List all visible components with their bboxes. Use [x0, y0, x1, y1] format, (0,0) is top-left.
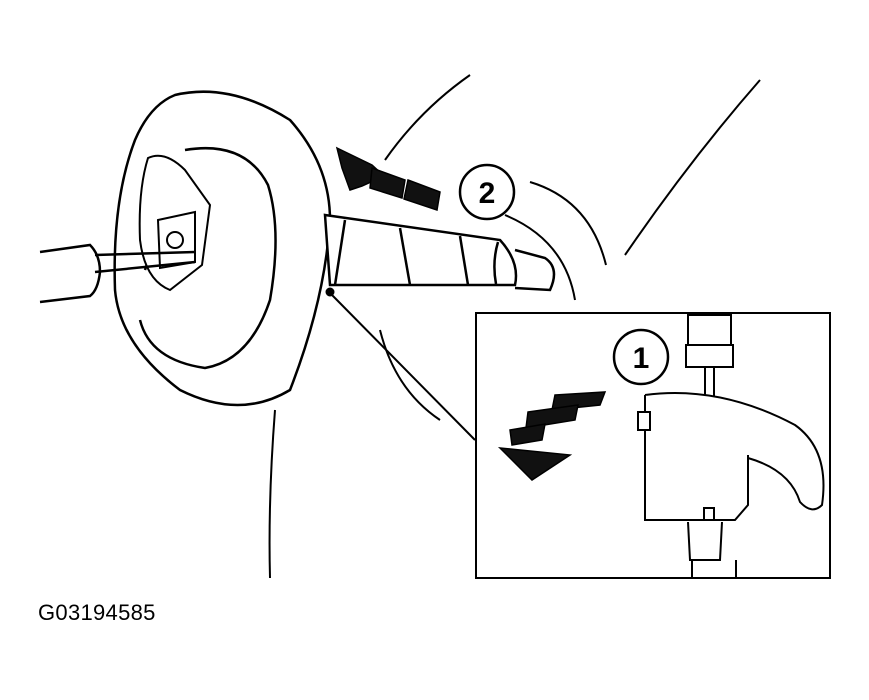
callout-1-label: 1	[633, 342, 650, 375]
inset-screwdriver-tip	[685, 314, 734, 398]
dashboard-outline	[268, 74, 761, 579]
release-clip	[637, 392, 825, 521]
mounting-post	[687, 521, 737, 578]
figure-id-label: G03194585	[38, 600, 156, 625]
leader-line	[325, 287, 476, 441]
direction-arrow-2	[335, 146, 441, 211]
callout-2-label: 2	[479, 177, 496, 210]
direction-arrow-1	[497, 391, 607, 481]
steering-column	[323, 213, 556, 292]
callout-2: 2	[458, 163, 516, 221]
detail-inset: 1	[475, 312, 831, 579]
screwdriver	[39, 243, 196, 304]
callout-1: 1	[612, 328, 670, 386]
